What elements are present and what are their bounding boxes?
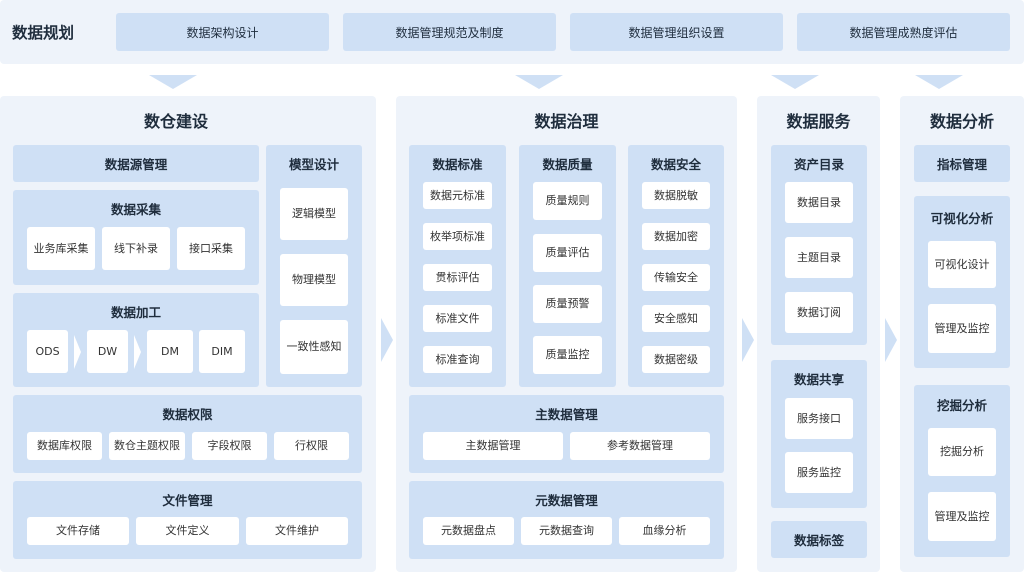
down-arrow-icon (771, 75, 819, 89)
model-item-consistency[interactable]: 一致性感知 (280, 320, 348, 374)
permissions-item-topic[interactable]: 数仓主题权限 (109, 432, 185, 460)
security-item-classification[interactable]: 数据密级 (642, 346, 710, 373)
right-arrow-icon (885, 318, 897, 362)
standard-item-file[interactable]: 标准文件 (423, 305, 492, 332)
collection-item-interface[interactable]: 接口采集 (177, 227, 245, 270)
security-title: 数据安全 (650, 156, 701, 172)
processing-item-dim[interactable]: DIM (199, 330, 245, 373)
mining-item-monitoring[interactable]: 管理及监控 (928, 492, 996, 541)
visual-item-monitoring[interactable]: 管理及监控 (928, 304, 996, 353)
processing-item-ods[interactable]: ODS (27, 330, 68, 373)
analysis-title: 数据分析 (929, 112, 994, 131)
down-arrow-icon (915, 75, 963, 89)
mining-item-analysis[interactable]: 挖掘分析 (928, 428, 996, 476)
quality-title: 数据质量 (542, 156, 593, 172)
collection-title: 数据采集 (110, 201, 161, 217)
quality-item-warning[interactable]: 质量预警 (533, 285, 602, 323)
visual-analysis-title: 可视化分析 (930, 210, 994, 226)
planning-title: 数据规划 (12, 24, 75, 42)
down-arrow-icon (149, 75, 197, 89)
model-item-logical[interactable]: 逻辑模型 (280, 188, 348, 240)
service-title: 数据服务 (786, 112, 851, 131)
master-data-item-reference[interactable]: 参考数据管理 (570, 432, 710, 460)
collection-item-business-db[interactable]: 业务库采集 (27, 227, 95, 270)
metadata-title: 元数据管理 (535, 492, 598, 508)
standard-item-enum[interactable]: 枚举项标准 (423, 223, 492, 250)
files-title: 文件管理 (162, 492, 213, 508)
standard-item-assessment[interactable]: 贯标评估 (423, 264, 492, 291)
catalog-title: 资产目录 (793, 156, 844, 172)
files-item-maintenance[interactable]: 文件维护 (246, 517, 348, 545)
catalog-item-subscription[interactable]: 数据订阅 (785, 292, 853, 333)
right-arrow-icon (381, 318, 393, 362)
security-item-awareness[interactable]: 安全感知 (642, 305, 710, 332)
planning-item-organization[interactable]: 数据管理组织设置 (570, 13, 783, 51)
planning-item-maturity[interactable]: 数据管理成熟度评估 (797, 13, 1010, 51)
governance-title: 数据治理 (534, 112, 599, 131)
standard-item-element[interactable]: 数据元标准 (423, 182, 492, 209)
metadata-item-query[interactable]: 元数据查询 (521, 517, 612, 545)
security-item-transmission[interactable]: 传输安全 (642, 264, 710, 291)
metadata-item-inventory[interactable]: 元数据盘点 (423, 517, 514, 545)
quality-item-monitoring[interactable]: 质量监控 (533, 336, 602, 374)
standard-item-query[interactable]: 标准查询 (423, 346, 492, 373)
metrics-button[interactable]: 指标管理 (914, 145, 1010, 182)
down-arrow-icon (515, 75, 563, 89)
processing-item-dw[interactable]: DW (87, 330, 128, 373)
chevron-right-icon (74, 335, 81, 369)
permissions-item-field[interactable]: 字段权限 (192, 432, 267, 460)
sharing-item-interface[interactable]: 服务接口 (785, 398, 853, 439)
source-mgmt-button[interactable]: 数据源管理 (13, 145, 259, 182)
master-data-item-main[interactable]: 主数据管理 (423, 432, 563, 460)
catalog-item-data[interactable]: 数据目录 (785, 182, 853, 223)
right-arrow-icon (742, 318, 754, 362)
visual-item-design[interactable]: 可视化设计 (928, 241, 996, 288)
metadata-item-lineage[interactable]: 血缘分析 (619, 517, 710, 545)
chevron-right-icon (134, 335, 141, 369)
sharing-title: 数据共享 (793, 371, 844, 387)
permissions-item-database[interactable]: 数据库权限 (27, 432, 102, 460)
files-item-storage[interactable]: 文件存储 (27, 517, 129, 545)
planning-item-norms[interactable]: 数据管理规范及制度 (343, 13, 556, 51)
permissions-title: 数据权限 (162, 406, 213, 422)
collection-item-offline[interactable]: 线下补录 (102, 227, 170, 270)
model-title: 模型设计 (288, 156, 339, 172)
catalog-item-topic[interactable]: 主题目录 (785, 237, 853, 278)
model-item-physical[interactable]: 物理模型 (280, 254, 348, 306)
processing-title: 数据加工 (110, 304, 161, 320)
mining-analysis-title: 挖掘分析 (936, 397, 987, 413)
tags-button[interactable]: 数据标签 (771, 521, 867, 558)
files-item-definition[interactable]: 文件定义 (136, 517, 239, 545)
master-data-title: 主数据管理 (535, 406, 598, 422)
security-item-encryption[interactable]: 数据加密 (642, 223, 710, 250)
warehouse-title: 数仓建设 (143, 112, 208, 131)
planning-item-architecture[interactable]: 数据架构设计 (116, 13, 329, 51)
permissions-item-row[interactable]: 行权限 (274, 432, 349, 460)
quality-item-assessment[interactable]: 质量评估 (533, 234, 602, 272)
security-item-masking[interactable]: 数据脱敏 (642, 182, 710, 209)
processing-item-dm[interactable]: DM (147, 330, 193, 373)
standard-title: 数据标准 (432, 156, 483, 172)
sharing-item-monitoring[interactable]: 服务监控 (785, 452, 853, 493)
quality-item-rules[interactable]: 质量规则 (533, 182, 602, 220)
